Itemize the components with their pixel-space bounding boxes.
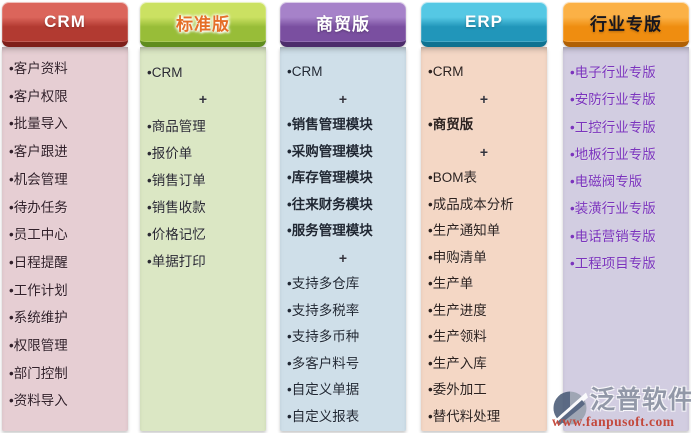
feature-item: •CRM [147,65,183,80]
feature-item: •商品管理 [147,119,206,134]
column-trade: 商贸版 •CRM + •销售管理模块 •采购管理模块 •库存管理模块 •往来财务模块 •服务… [280,2,406,431]
column-header-trade: 商贸版 [280,2,406,47]
feature-item: •装潢行业专版 [570,201,656,217]
feature-item: •自定义单据 [287,382,360,397]
feature-item: •批量导入 [9,116,68,132]
brand-name: 泛普软件 [590,386,691,414]
feature-item: •多客户料号 [287,355,360,371]
feature-item: •支持多币种 [287,329,360,344]
column-title: CRM [44,12,86,31]
column-standard: 标准版 •CRM + •商品管理 •报价单 •销售订单 •销售收款 •价格记忆 •单据打印 [140,2,266,431]
feature-item: •支持多仓库 [287,276,360,291]
feature-item: •权限管理 [9,338,68,354]
plus-separator: + [479,143,489,160]
feature-item: •采购管理模块 [287,143,373,159]
column-feature-list: •CRM + •商品管理 •报价单 •销售订单 •销售收款 •价格记忆 •单据打印 [140,47,266,431]
feature-item: •CRM [428,64,464,79]
column-crm: CRM •客户资料•客户权限•批量导入•客户跟进•机会管理•待办任务•员工中心•… [2,2,128,431]
feature-item: •销售管理模块 [287,117,373,132]
feature-item: •替代料处理 [428,408,501,424]
feature-item: •生产领料 [428,329,487,344]
feature-item: •客户跟进 [9,144,68,160]
column-title: 行业专版 [590,14,662,34]
brand-watermark: 泛普软件 www.fanpusoft.com [552,386,691,429]
column-header-erp: ERP [421,2,547,47]
column-title: ERP [465,12,503,31]
feature-item: •工作计划 [9,282,68,298]
column-header-standard: 标准版 [140,2,266,47]
feature-item: •服务管理模块 [287,223,373,238]
feature-item: •工程项目专版 [570,256,656,272]
column-erp: ERP •CRM+•商贸版+•BOM表•成品成本分析•生产通知单•申购清单•生产… [421,2,547,431]
feature-item: •CRM [287,64,323,79]
feature-item: •员工中心 [9,227,68,243]
column-industry: 行业专版 •电子行业专版•安防行业专版•工控行业专版•地板行业专版•电磁阀专版•… [563,2,689,431]
feature-item: •客户资料 [9,61,68,76]
feature-item: •资料导入 [9,393,68,409]
feature-item: •机会管理 [9,171,68,187]
plus-separator: + [198,91,208,107]
plus-separator: + [338,249,348,266]
feature-item: •系统维护 [9,310,68,326]
feature-item: •生产入库 [428,355,487,371]
feature-item: •自定义报表 [287,408,360,424]
feature-item: •销售收款 [147,200,206,215]
feature-item: •电话营销专版 [570,228,656,244]
feature-item: •工控行业专版 [570,119,656,135]
column-feature-list: •电子行业专版 •安防行业专版 •工控行业专版 •地板行业专版 •电磁阀专版 •装潢行业专… [563,47,689,431]
brand-url: www.fanpusoft.com [552,414,675,429]
plus-separator: + [479,90,489,107]
feature-item: •价格记忆 [147,227,206,242]
feature-item: •支持多税率 [287,302,360,318]
plus-separator: + [338,90,348,107]
feature-item: •单据打印 [147,254,206,269]
feature-item: •成品成本分析 [428,196,514,212]
column-title: 标准版 [176,14,230,34]
feature-item: •部门控制 [9,365,68,381]
column-header-industry: 行业专版 [563,2,689,47]
feature-item: •申购清单 [428,249,487,265]
feature-item: •往来财务模块 [287,196,373,212]
feature-item: •BOM表 [428,170,477,185]
column-feature-list: •CRM + •销售管理模块 •采购管理模块 •库存管理模块 •往来财务模块 •服务管理模块… [280,47,406,431]
feature-item: •商贸版 [428,117,474,132]
feature-item: •电磁阀专版 [570,174,643,190]
feature-item: •电子行业专版 [570,65,656,80]
feature-item: •库存管理模块 [287,170,373,185]
column-feature-list: •CRM+•商贸版+•BOM表•成品成本分析•生产通知单•申购清单•生产单•生产… [421,47,547,431]
feature-item: •委外加工 [428,382,487,397]
column-header-crm: CRM [2,2,128,47]
feature-item: •生产通知单 [428,223,501,238]
feature-item: •客户权限 [9,88,68,104]
feature-item: •待办任务 [9,199,68,215]
feature-item: •报价单 [147,146,193,161]
fanpu-logo-icon [553,391,588,425]
feature-item: •销售订单 [147,173,206,188]
feature-item: •生产进度 [428,302,487,318]
column-feature-list: •客户资料 •客户权限 •批量导入 •客户跟进 •机会管理 •待办任务 •员工中心 •日程提醒… [2,47,128,431]
feature-item: •地板行业专版 [570,146,656,162]
column-title: 商贸版 [316,14,370,34]
feature-item: •生产单 [428,276,474,291]
feature-item: •日程提醒 [9,254,68,270]
feature-item: •安防行业专版 [570,92,656,108]
